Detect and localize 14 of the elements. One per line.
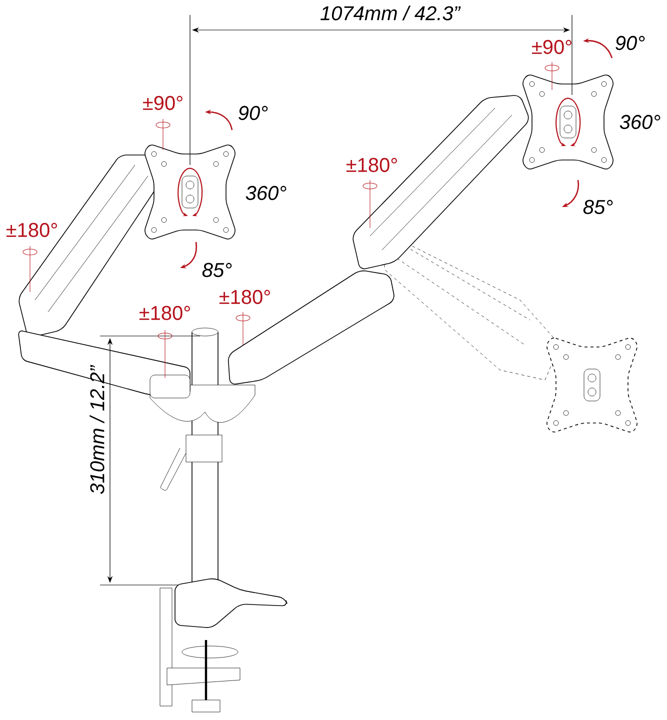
angle-label: ±90° [143,96,182,110]
angle-label: ±180° [219,290,270,304]
angle-label: ±90° [532,40,572,54]
dimension-label: 1074mm / 42.3” [320,6,461,20]
angle-label: 90° [238,106,268,120]
angle-label: 360° [620,114,660,130]
angle-label: 85° [583,200,613,214]
angle-label: ±180° [139,306,190,320]
angle-label: 85° [202,262,232,278]
angle-label: ±180° [346,158,397,172]
angle-label: ±180° [6,222,57,238]
angle-label: 360° [246,186,286,200]
angle-label: 90° [616,36,645,50]
dimension-label: 310mm / 12.2” [90,364,104,494]
